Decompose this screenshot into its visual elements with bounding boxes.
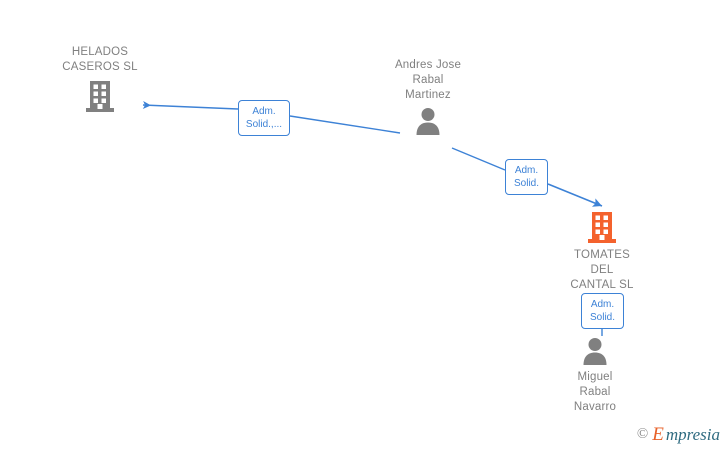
building-icon[interactable] xyxy=(588,210,616,244)
node-label-helados-caseros-sl: HELADOS CASEROS SL xyxy=(62,46,138,73)
building-icon[interactable] xyxy=(86,79,114,113)
node-tomates-del-cantal-sl[interactable]: TOMATES DEL CANTAL SL xyxy=(542,210,662,293)
edge-label-andres-tomates[interactable]: Adm. Solid. xyxy=(505,159,548,195)
edge-line-andres-tomates xyxy=(451,147,506,171)
edge-label-andres-helados[interactable]: Adm. Solid.,... xyxy=(238,100,290,136)
edge-line-andres-helados xyxy=(289,115,401,134)
watermark-empresia: © E mpresia xyxy=(637,425,720,444)
person-icon-wrap-miguel[interactable] xyxy=(535,336,655,366)
person-icon[interactable] xyxy=(413,106,443,136)
edge-label-miguel-tomates[interactable]: Adm. Solid. xyxy=(581,293,624,329)
company-icon-wrap-tomates[interactable] xyxy=(542,210,662,244)
node-andres-jose-rabal-martinez[interactable]: Andres Jose Rabal Martinez xyxy=(368,58,488,136)
node-label-tomates-del-cantal-sl: TOMATES DEL CANTAL SL xyxy=(570,249,634,291)
edge-line-andres-tomates-arrow xyxy=(547,183,603,207)
node-helados-caseros-sl[interactable]: HELADOS CASEROS SL xyxy=(40,45,160,113)
brand-initial: E xyxy=(652,424,664,445)
copyright-symbol: © xyxy=(636,426,649,442)
node-label-miguel-rabal-navarro: Miguel Rabal Navarro xyxy=(573,371,617,413)
node-label-andres-jose-rabal-martinez: Andres Jose Rabal Martinez xyxy=(394,59,462,101)
person-icon-wrap-andres[interactable] xyxy=(368,106,488,136)
edge-line-andres-helados-arrow xyxy=(142,101,239,110)
person-icon[interactable] xyxy=(580,336,610,366)
node-miguel-rabal-navarro[interactable]: Miguel Rabal Navarro xyxy=(535,336,655,415)
brand-name: mpresia xyxy=(665,425,720,444)
company-icon-wrap-helados[interactable] xyxy=(40,79,160,113)
